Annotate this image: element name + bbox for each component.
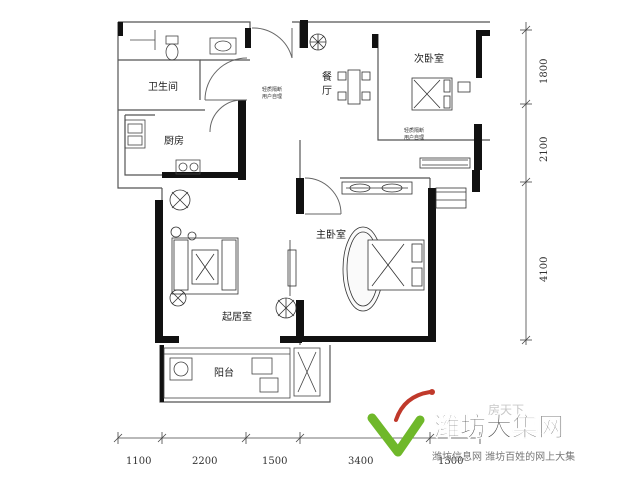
bathroom-fixtures: [130, 30, 237, 61]
thick-walls: [118, 20, 490, 402]
label-kitchen: 厨房: [164, 134, 184, 147]
bottom-dimension-line: [113, 432, 481, 444]
wardrobe-top: [419, 157, 471, 169]
wall-kitchen-bottom: [162, 172, 246, 178]
bottom-dimension-labels: 1100 2200 1500 3400 1300: [126, 456, 463, 467]
door-kitchen: [209, 99, 243, 133]
wall-living-bottom-r: [280, 336, 302, 343]
wall-master-right: [428, 188, 436, 338]
wardrobe-icon: [341, 181, 413, 195]
second-bedroom-furniture: [411, 77, 471, 169]
living-furniture: [169, 189, 297, 319]
door-entry: [251, 27, 293, 59]
label-dining-2: 厅: [322, 86, 332, 97]
wall-living-left: [155, 200, 163, 340]
stove-icon: [175, 159, 201, 175]
label-master-bedroom: 主卧室: [316, 228, 346, 241]
dim-right-3: 4100: [539, 257, 550, 282]
label-second-bedroom: 次卧室: [414, 52, 444, 65]
bay-window: [435, 187, 467, 209]
room-labels: 卫生间 厨房 餐 厅 次卧室 主卧室 起居室 阳台: [148, 52, 444, 379]
partition-notes: 轻质隔断 用户自理 轻质隔断 用户自理: [262, 86, 424, 141]
kitchen-fixtures: [124, 119, 201, 175]
dim-bottom-1: 1100: [126, 456, 151, 467]
nightstand: [457, 81, 471, 93]
watermark-brand-name: 潍坊大集网: [434, 412, 564, 443]
wall-top-bath: [118, 22, 123, 36]
wall-right-mid: [474, 124, 482, 170]
label-living-room: 起居室: [222, 310, 252, 323]
corner-plant-icon: [275, 297, 297, 319]
wall-balcony-left: [160, 345, 164, 402]
label-dining-1: 餐: [322, 70, 332, 83]
dim-bottom-5: 1300: [438, 456, 463, 467]
sofa-icon: [171, 237, 239, 295]
balcony-planter: [293, 347, 321, 397]
stool-icon: [169, 289, 187, 307]
wall-center: [296, 178, 304, 214]
brand-logo-icon: [367, 389, 435, 457]
kitchen-sink-icon: [124, 119, 146, 149]
note-partition-right-1: 轻质隔断: [404, 127, 424, 134]
note-partition-top-1: 轻质隔断: [262, 86, 282, 93]
wall-center-low: [296, 300, 304, 342]
sink-icon: [209, 37, 237, 55]
tv-cabinet: [287, 249, 297, 287]
right-dimension-line: [520, 22, 532, 345]
wall-right-lower: [472, 170, 480, 192]
label-balcony: 阳台: [214, 366, 234, 379]
wall-master-bottom: [304, 336, 436, 342]
double-bed-icon: [367, 239, 425, 291]
lounge-chair-icon: [251, 357, 279, 393]
note-partition-top-2: 用户自理: [262, 93, 282, 100]
watermark-faint-text: 房天下: [488, 402, 524, 417]
doors: [204, 27, 342, 215]
door-bathroom: [204, 57, 248, 101]
wall-top-right: [476, 30, 490, 36]
door-master: [304, 177, 342, 215]
washing-machine-icon: [169, 357, 193, 381]
balcony-rail: [163, 347, 291, 399]
dim-bottom-2: 2200: [192, 456, 217, 467]
living-plant-icon: [169, 189, 191, 211]
wall-kitchen-right: [238, 100, 246, 180]
lamp-icon: [170, 226, 197, 241]
dim-bottom-4: 3400: [348, 456, 373, 467]
wall-right-top: [476, 30, 482, 78]
right-dimension-labels: 1800 2100 4100: [539, 59, 550, 282]
dining-table-icon: [337, 69, 371, 105]
dim-right-2: 2100: [539, 137, 550, 162]
plant-icon: [309, 33, 327, 51]
watermark: 房天下 潍坊大集网 潍坊信息网 潍坊百姓的网上大集: [367, 389, 575, 463]
watermark-tagline: 潍坊信息网 潍坊百姓的网上大集: [432, 450, 575, 463]
dining-furniture: [309, 33, 371, 105]
dim-bottom-3: 1500: [262, 456, 287, 467]
balcony-fixtures: [163, 347, 321, 399]
toilet-icon: [165, 35, 179, 61]
wall-bath-right: [245, 28, 251, 48]
dim-right-1: 1800: [539, 59, 550, 84]
bed-icon: [411, 77, 453, 111]
label-bathroom: 卫生间: [148, 80, 178, 93]
wall-dining-right: [372, 34, 378, 48]
wall-living-bottom: [155, 336, 179, 343]
note-partition-right-2: 用户自理: [404, 134, 424, 141]
master-bedroom-furniture: [287, 181, 467, 312]
wall-entry-right: [300, 20, 308, 48]
